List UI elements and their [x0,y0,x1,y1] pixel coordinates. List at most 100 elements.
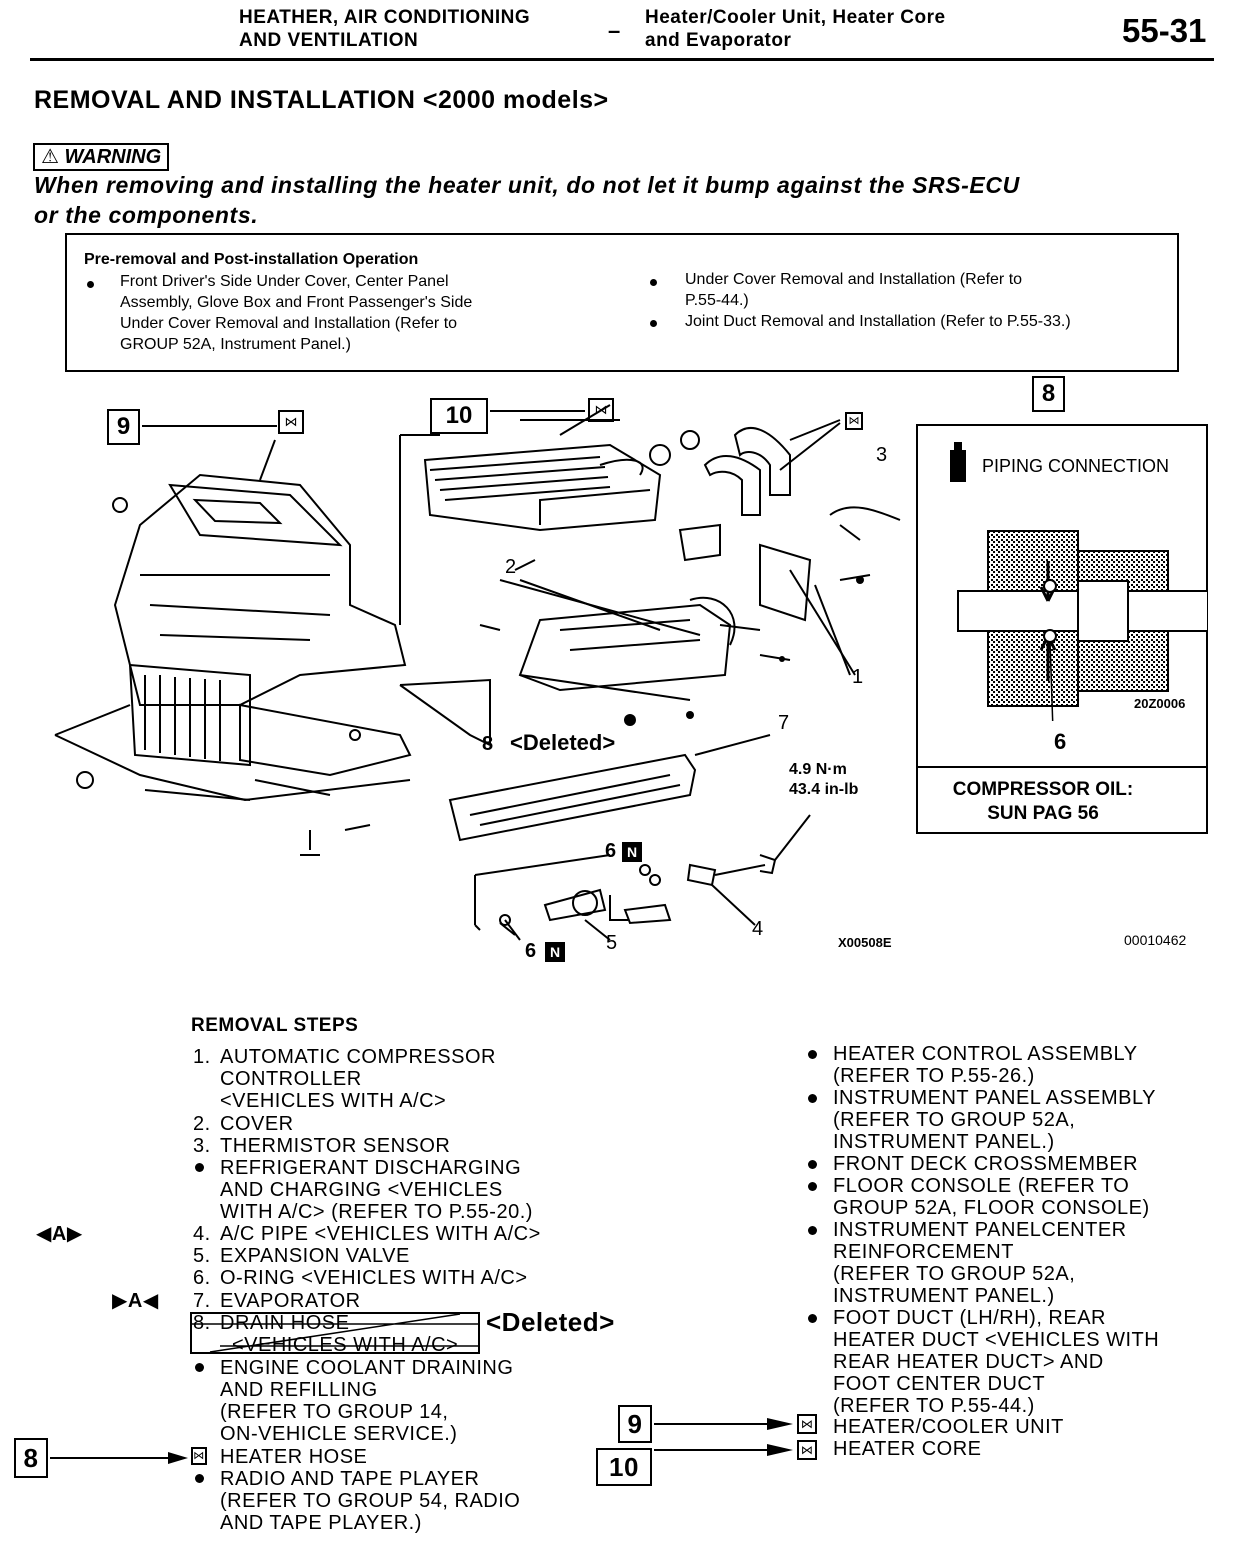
callout-10: 10 [430,398,488,434]
callout-9-box: 9 [618,1405,652,1443]
page-title: REMOVAL AND INSTALLATION <2000 models> [34,86,609,114]
step-marker: 1. [193,1046,211,1068]
fastener-marks [624,576,864,726]
step-line: <VEHICLES WITH A/C> [220,1090,447,1112]
step-marker: 8. [193,1312,211,1334]
step-line: (REFER TO GROUP 14, [220,1401,449,1423]
step-line: INSTRUMENT PANEL.) [833,1285,1055,1307]
leader-lines [399,569,856,746]
arrow-head-icon [168,1452,188,1464]
compressor-oil-note: COMPRESSOR OIL: SUN PAG 56 [932,778,1154,826]
step-line: INSTRUMENT PANEL ASSEMBLY [833,1087,1156,1109]
step-bullet-icon [808,1050,817,1059]
topic-title-line2: and Evaporator [645,30,792,51]
operation-right-item-2: Joint Duct Removal and Installation (Ref… [685,313,1071,330]
evaporator-case-drawing [479,506,901,701]
operation-left-line: Assembly, Glove Box and Front Passenger'… [120,294,473,311]
step-line: HEATER CORE [833,1438,982,1460]
topic-title: Heater/Cooler Unit, Heater Core and Evap… [645,6,946,52]
step-line: HEATER CONTROL ASSEMBLY [833,1043,1138,1065]
inset-code: 20Z0006 [1134,696,1186,711]
step-line: THERMISTOR SENSOR [220,1135,451,1157]
heater-cooler-unit-drawing [54,434,440,856]
arrow-line [142,425,277,427]
oil-can-icon [948,442,968,482]
piping-connection-inset: PIPING CONNECTION 20Z0006 6 COMPRESSOR O… [916,424,1208,834]
step-line: FOOT DUCT (LH/RH), REAR [833,1307,1106,1329]
inset-divider [918,766,1206,768]
step-line: (REFER TO GROUP 54, RADIO [220,1490,521,1512]
step-marker: 2. [193,1113,211,1135]
n-mark-icon: N [622,842,642,862]
step-bullet-icon [808,1314,817,1323]
page-number: 55-31 [1122,12,1207,49]
part-number-3: 3 [876,444,888,466]
n-mark-icon: N [545,942,565,962]
part-number-6: 6 [605,840,617,862]
step-line: GROUP 52A, FLOOR CONSOLE) [833,1197,1150,1219]
operation-right-line: Under Cover Removal and Installation (Re… [685,271,1023,288]
step-line: HEATER/COOLER UNIT [833,1416,1064,1438]
callout-8: 8 [1032,376,1065,412]
step-line: INSTRUMENT PANELCENTER [833,1219,1127,1241]
evaporator-drawing [448,734,771,842]
part-number-2: 2 [505,556,517,578]
step-line: INSTRUMENT PANEL.) [833,1131,1055,1153]
figure-code: X00508E [838,935,892,950]
step-line: AND TAPE PLAYER.) [220,1512,422,1534]
operation-left-item: Front Driver's Side Under Cover, Center … [120,271,598,355]
step-line: EVAPORATOR [220,1290,361,1312]
part-number-7: 7 [778,712,790,734]
step-line: FLOOR CONSOLE (REFER TO [833,1175,1130,1197]
operation-left-line: Under Cover Removal and Installation (Re… [120,315,458,332]
step-line: (REFER TO GROUP 52A, [833,1263,1076,1285]
part-number-6b: 6 [525,940,537,962]
step-line: FOOT CENTER DUCT [833,1373,1046,1395]
step-line: AUTOMATIC COMPRESSOR [220,1046,496,1068]
step-line: <VEHICLES WITH A/C> [232,1334,459,1356]
bullet-icon [650,320,657,327]
operation-box: Pre-removal and Post-installation Operat… [65,233,1179,372]
step-line: (REFER TO P.55-44.) [833,1395,1035,1417]
part-number-5: 5 [606,932,618,954]
section-title-line1: HEATHER, AIR CONDITIONING [239,7,531,28]
warning-label: WARNING [64,146,162,168]
operation-right-item-1: Under Cover Removal and Installation (Re… [685,269,1165,311]
step-line: HEATER DUCT <VEHICLES WITH [833,1329,1160,1351]
exploded-diagram [54,404,901,941]
step-bullet-icon [195,1363,204,1372]
callout-10-box: 10 [596,1448,652,1486]
removal-steps-heading: REMOVAL STEPS [191,1015,359,1036]
step-line: RADIO AND TAPE PLAYER [220,1468,480,1490]
step-marker: 5. [193,1245,211,1267]
step-line: AND REFILLING [220,1379,378,1401]
part-number-4: 4 [752,918,764,940]
header-rule [30,58,1214,61]
warning-text: When removing and installing the heater … [34,170,1204,230]
part-number-1: 1 [852,666,864,688]
step-line: REAR HEATER DUCT> AND [833,1351,1104,1373]
piping-cross-section [957,530,1208,721]
service-symbol-icon: ⋈ [797,1440,817,1460]
step-line: ON-VEHICLE SERVICE.) [220,1423,458,1445]
step-marker: 7. [193,1290,211,1312]
arrow-line [654,1449,769,1451]
strikeout-lines [190,1313,480,1353]
section-title: HEATHER, AIR CONDITIONING AND VENTILATIO… [239,6,530,52]
figure-number: 00010462 [1124,932,1187,948]
inset-title: PIPING CONNECTION [982,456,1170,476]
arrow-line [490,410,585,412]
deleted-note: <Deleted> [510,730,616,755]
step-line: CONTROLLER [220,1068,362,1090]
mark-a-right: ▶A◀ [112,1290,159,1312]
warning-box: ⚠ WARNING [33,143,170,171]
section-title-line2: AND VENTILATION [239,30,419,51]
step-bullet-icon [808,1182,817,1191]
oil-line-1: COMPRESSOR OIL: [952,779,1134,800]
deleted-label: <Deleted> [486,1307,615,1337]
expansion-valve-drawing [474,814,811,941]
topic-title-line1: Heater/Cooler Unit, Heater Core [645,7,946,28]
heater-hose-drawing [649,419,841,516]
operation-left-line: GROUP 52A, Instrument Panel.) [120,336,351,353]
callout-8-box: 8 [14,1438,48,1478]
